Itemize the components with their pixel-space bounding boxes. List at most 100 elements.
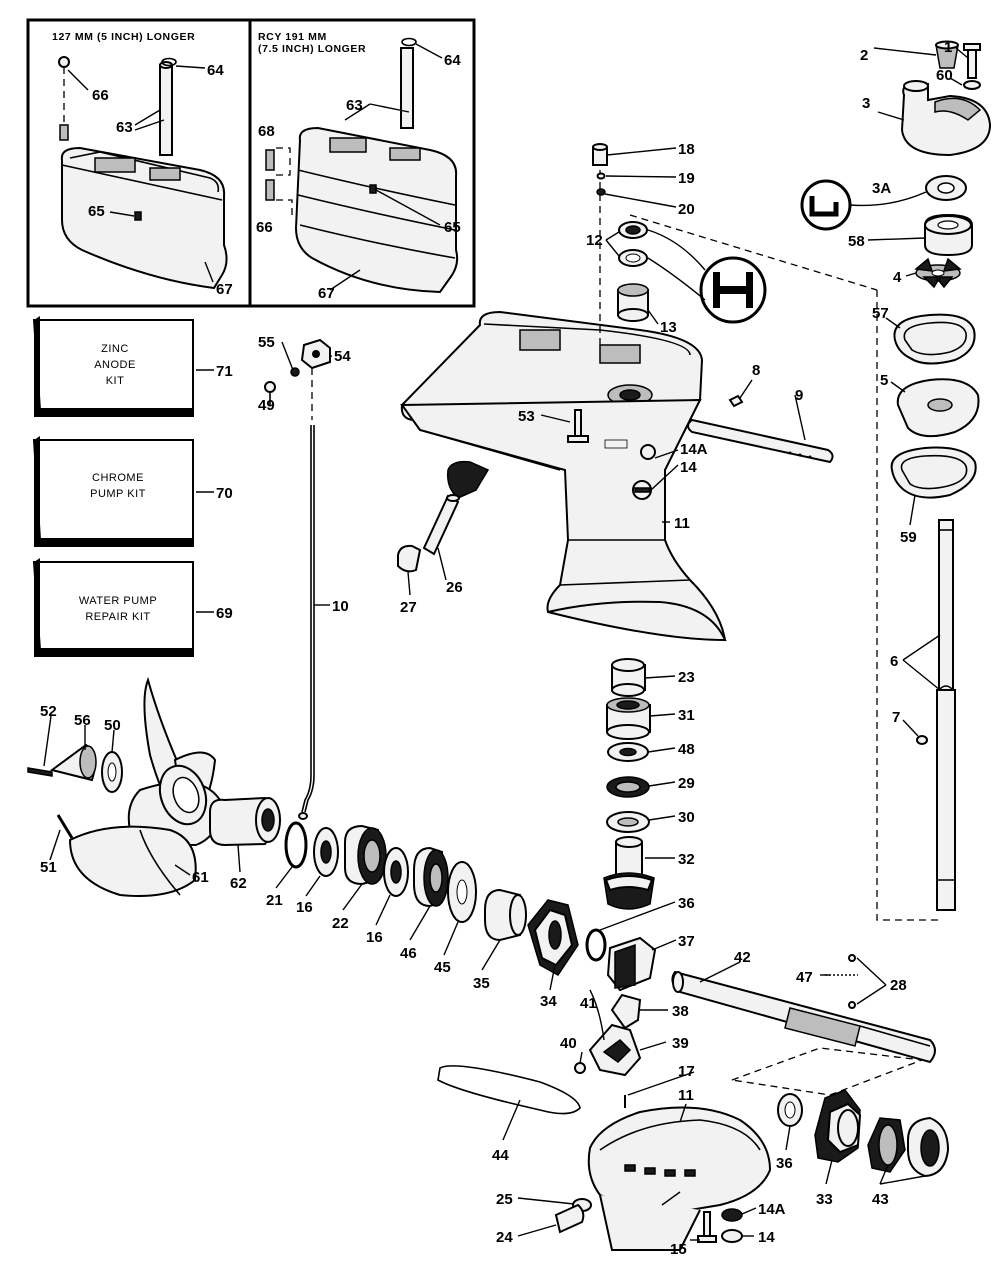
inset-2-housing	[265, 37, 459, 294]
callout-36: 36	[776, 1155, 793, 1172]
water-tube	[397, 494, 460, 573]
callout-7: 7	[892, 709, 900, 726]
callout-10: 10	[332, 598, 349, 615]
callout-71: 71	[216, 363, 233, 380]
callout-57: 57	[872, 305, 889, 322]
callout-41: 41	[580, 995, 597, 1012]
inset-1-housing	[58, 56, 228, 290]
callout-31: 31	[678, 707, 695, 724]
callout-23: 23	[678, 669, 695, 686]
inset-title-2-line-2: (7.5 INCH) LONGER	[258, 43, 366, 55]
propeller-shaft	[671, 954, 936, 1096]
callout-16: 16	[296, 899, 313, 916]
kit-69-line-1: WATER PUMP	[79, 595, 157, 607]
callout-42: 42	[734, 949, 751, 966]
callout-45: 45	[434, 959, 451, 976]
callout-32: 32	[678, 851, 695, 868]
callout-14A: 14A	[680, 441, 708, 458]
callout-64: 64	[207, 62, 224, 79]
callout-53: 53	[518, 408, 535, 425]
kit-71-line-2: ANODE	[94, 359, 136, 371]
callout-54: 54	[334, 348, 351, 365]
callout-63: 63	[116, 119, 133, 136]
kit-69-line-2: REPAIR KIT	[85, 611, 150, 623]
kit-box-71: ZINC ANODE KIT	[32, 316, 194, 417]
callout-67: 67	[318, 285, 335, 302]
water-pump-assembly	[629, 40, 992, 921]
callout-29: 29	[678, 775, 695, 792]
callout-17: 17	[678, 1063, 695, 1080]
callout-14: 14	[758, 1229, 775, 1246]
callout-18: 18	[678, 141, 695, 158]
callout-65: 65	[88, 203, 105, 220]
callout-2: 2	[860, 47, 868, 64]
callout-21: 21	[266, 892, 283, 909]
callout-56: 56	[74, 712, 91, 729]
inset-title-1: 127 MM (5 INCH) LONGER	[52, 31, 195, 43]
callout-67: 67	[216, 281, 233, 298]
callout-3A: 3A	[872, 180, 891, 197]
callout-27: 27	[400, 599, 417, 616]
callout-50: 50	[104, 717, 121, 734]
kit-box-70: CHROME PUMP KIT	[32, 436, 194, 547]
callout-35: 35	[473, 975, 490, 992]
callout-34: 34	[540, 993, 557, 1010]
leader-lines	[43, 43, 969, 1241]
callout-46: 46	[400, 945, 417, 962]
callout-4: 4	[893, 269, 902, 286]
callout-70: 70	[216, 485, 233, 502]
callout-43: 43	[872, 1191, 889, 1208]
propeller-assembly	[27, 676, 657, 992]
callout-14: 14	[680, 459, 697, 476]
callout-69: 69	[216, 605, 233, 622]
callout-58: 58	[848, 233, 865, 250]
callout-30: 30	[678, 809, 695, 826]
callout-60: 60	[936, 67, 953, 84]
forward-gear-stack	[777, 1089, 950, 1178]
callout-33: 33	[816, 1191, 833, 1208]
callout-62: 62	[230, 875, 247, 892]
callout-12: 12	[586, 232, 603, 249]
inset-panels: 127 MM (5 INCH) LONGER RCY 191 MM (7.5 I…	[26, 18, 476, 308]
callout-19: 19	[678, 170, 695, 187]
callout-28: 28	[890, 977, 907, 994]
callout-8: 8	[752, 362, 760, 379]
gearcase	[554, 1106, 772, 1251]
callout-16: 16	[366, 929, 383, 946]
kit-71-line-3: KIT	[106, 375, 125, 387]
kit-71-line-1: ZINC	[101, 343, 129, 355]
kit-box-69: WATER PUMP REPAIR KIT	[32, 558, 194, 657]
callout-64: 64	[444, 52, 461, 69]
callout-49: 49	[258, 397, 275, 414]
callout-48: 48	[678, 741, 695, 758]
callout-22: 22	[332, 915, 349, 932]
callout-9: 9	[795, 387, 803, 404]
callout-40: 40	[560, 1035, 577, 1052]
callout-44: 44	[492, 1147, 509, 1164]
callout-66: 66	[92, 87, 109, 104]
callout-labels: 66 64 63 65 67 64 63 68 66 65 67 2 1 60 …	[40, 39, 953, 1258]
callout-14A: 14A	[758, 1201, 786, 1218]
callout-13: 13	[660, 319, 677, 336]
callout-47: 47	[796, 969, 813, 986]
callout-61: 61	[192, 869, 209, 886]
driveshaft-housing	[400, 310, 727, 642]
callout-11: 11	[674, 515, 690, 532]
callout-37: 37	[678, 933, 695, 950]
shift-rod-assembly	[264, 338, 834, 820]
callout-38: 38	[672, 1003, 689, 1020]
callout-11: 11	[678, 1087, 694, 1104]
callout-3: 3	[862, 95, 870, 112]
callout-65: 65	[444, 219, 461, 236]
callout-5: 5	[880, 372, 888, 389]
callout-66: 66	[256, 219, 273, 236]
callout-25: 25	[496, 1191, 513, 1208]
inset-title-2-line-1: RCY 191 MM	[258, 31, 327, 43]
callout-51: 51	[40, 859, 57, 876]
callout-36: 36	[678, 895, 695, 912]
callout-15: 15	[670, 1241, 687, 1258]
callout-52: 52	[40, 703, 57, 720]
pinion-stack	[603, 658, 655, 910]
callout-24: 24	[496, 1229, 513, 1246]
